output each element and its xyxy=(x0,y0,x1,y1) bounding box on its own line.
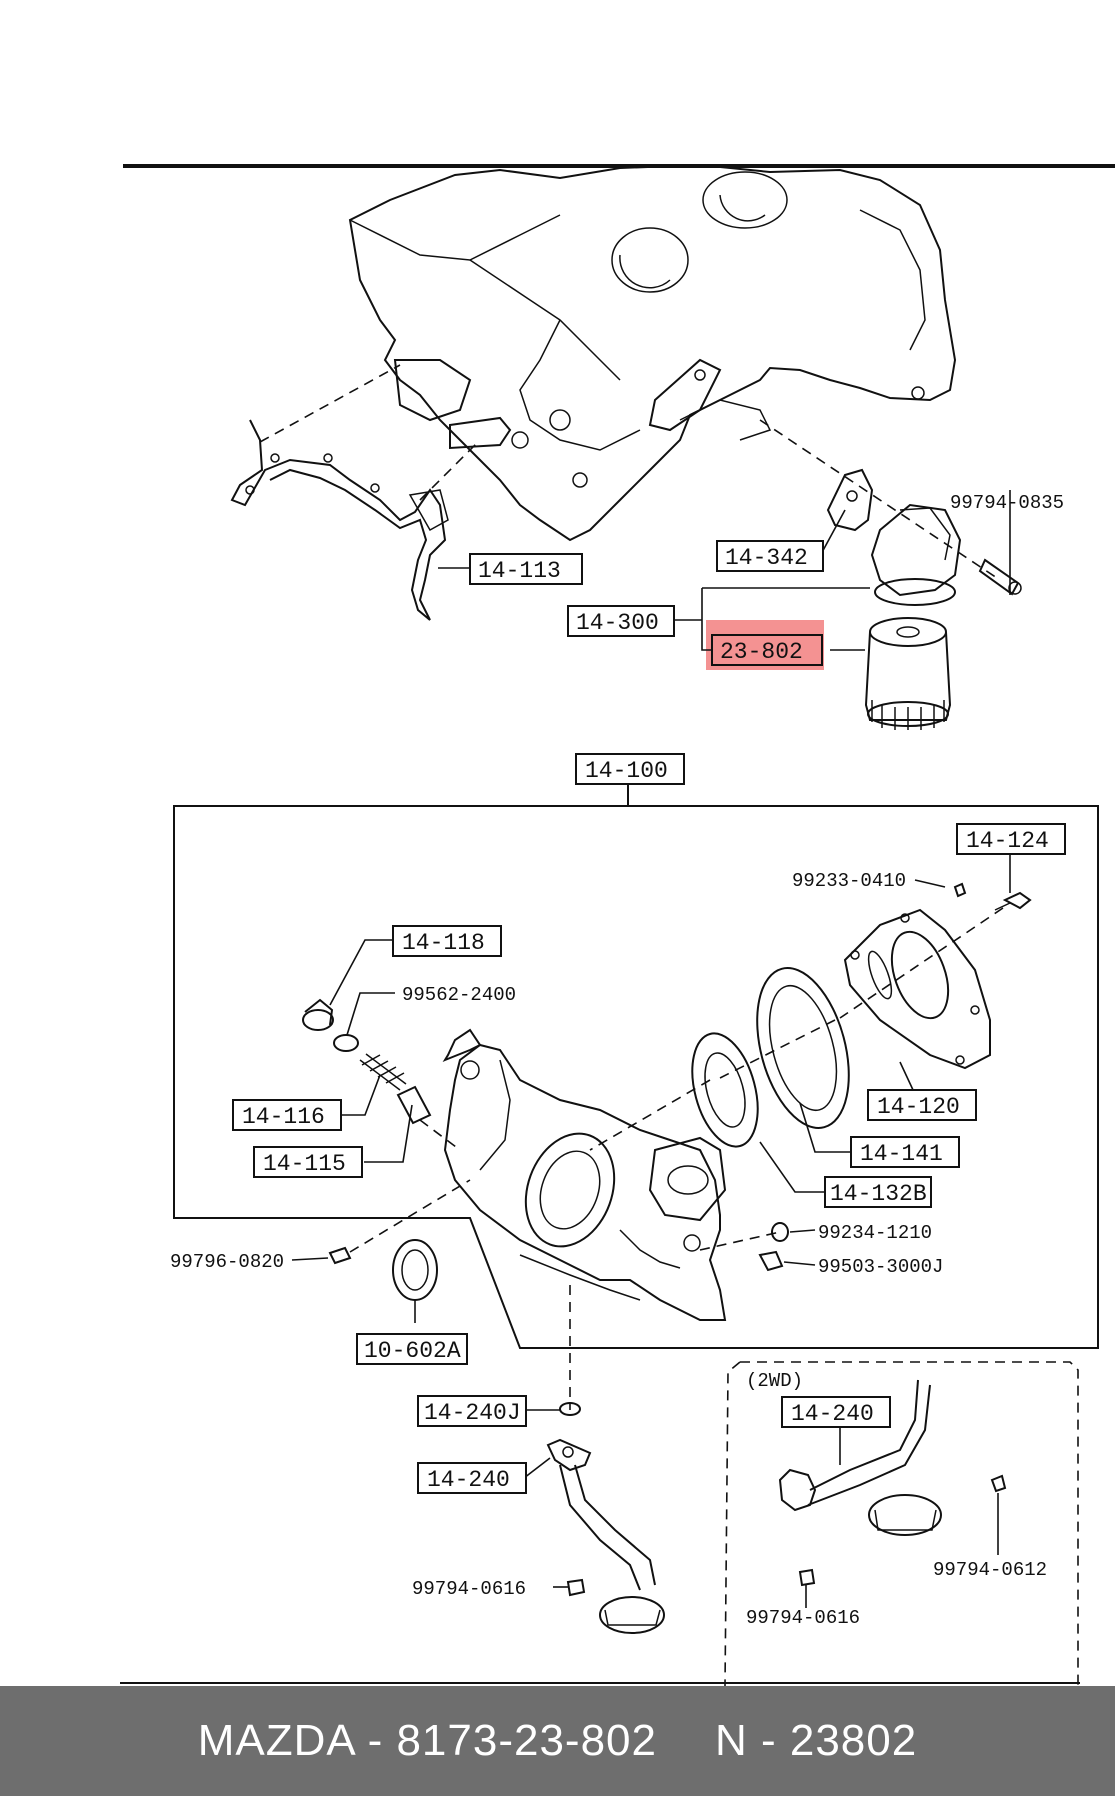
callout-99234-1210[interactable]: 99234-1210 xyxy=(818,1222,932,1244)
svg-text:14-120: 14-120 xyxy=(877,1094,960,1120)
pump-internal-parts xyxy=(589,882,1032,1151)
svg-text:14-141: 14-141 xyxy=(860,1141,943,1167)
oem-part-number: N - 23802 xyxy=(714,1716,918,1765)
svg-text:23-802: 23-802 xyxy=(720,639,803,665)
callout-14-132b[interactable]: 14-132B xyxy=(824,1176,932,1208)
brand-part-number: MAZDA - 8173-23-802 xyxy=(197,1716,657,1765)
part-number-footer: MAZDA - 8173-23-802 N - 23802 xyxy=(0,1686,1115,1796)
oil-pump-frame xyxy=(173,784,1099,1349)
callout-14-100[interactable]: 14-100 xyxy=(575,753,685,785)
variant-2wd-label: (2WD) xyxy=(746,1370,803,1392)
callout-99796-0820[interactable]: 99796-0820 xyxy=(170,1251,284,1273)
svg-text:14-342: 14-342 xyxy=(725,545,808,571)
callout-14-113[interactable]: 14-113 xyxy=(469,553,583,585)
callout-10-602a[interactable]: 10-602A xyxy=(356,1333,468,1365)
callout-23-802[interactable]: 23-802 xyxy=(711,634,823,666)
oil-pump-body xyxy=(442,1028,727,1321)
pump-plugs xyxy=(699,1222,789,1272)
oil-filter-adapter xyxy=(759,419,1022,606)
svg-text:14-115: 14-115 xyxy=(263,1151,346,1177)
callout-14-141[interactable]: 14-141 xyxy=(850,1136,960,1168)
svg-text:14-100: 14-100 xyxy=(585,758,668,784)
callout-14-240-2wd[interactable]: 14-240 xyxy=(781,1396,891,1428)
engine-block xyxy=(348,163,957,542)
callout-99233-0410[interactable]: 99233-0410 xyxy=(792,870,906,892)
callout-99794-0616[interactable]: 99794-0616 xyxy=(412,1578,526,1600)
callout-99794-0835[interactable]: 99794-0835 xyxy=(950,492,1064,514)
svg-text:14-240J: 14-240J xyxy=(424,1400,521,1426)
callout-14-300[interactable]: 14-300 xyxy=(567,605,675,637)
callout-99794-0612[interactable]: 99794-0612 xyxy=(933,1559,1047,1581)
svg-text:14-300: 14-300 xyxy=(576,610,659,636)
svg-text:14-113: 14-113 xyxy=(478,558,561,584)
callout-14-120[interactable]: 14-120 xyxy=(867,1089,977,1121)
svg-text:10-602A: 10-602A xyxy=(364,1338,461,1364)
svg-text:14-240: 14-240 xyxy=(791,1401,874,1427)
callout-14-116[interactable]: 14-116 xyxy=(232,1099,342,1131)
front-cover-gasket xyxy=(230,364,481,621)
callout-99794-0616-2wd[interactable]: 99794-0616 xyxy=(746,1607,860,1629)
callout-highlight xyxy=(706,620,824,670)
callout-99503-3000j[interactable]: 99503-3000J xyxy=(818,1256,943,1278)
relief-valve-parts xyxy=(302,998,471,1265)
parts-diagram: 14-113 14-342 99794-0835 14-300 23-802 1… xyxy=(120,163,1115,1686)
callout-14-342[interactable]: 14-342 xyxy=(716,540,824,572)
svg-text:14-116: 14-116 xyxy=(242,1104,325,1130)
variant-2wd-box xyxy=(724,1361,1079,1686)
svg-text:14-132B: 14-132B xyxy=(830,1181,927,1207)
callout-14-115[interactable]: 14-115 xyxy=(253,1146,363,1178)
callout-14-124[interactable]: 14-124 xyxy=(956,823,1066,855)
oil-strainer xyxy=(546,1285,665,1634)
callout-14-118[interactable]: 14-118 xyxy=(392,925,502,957)
callout-14-240j[interactable]: 14-240J xyxy=(417,1395,527,1427)
svg-text:14-124: 14-124 xyxy=(966,828,1049,854)
front-oil-seal xyxy=(392,1239,438,1301)
callout-14-240[interactable]: 14-240 xyxy=(417,1462,527,1494)
svg-text:14-240: 14-240 xyxy=(427,1467,510,1493)
svg-text:14-118: 14-118 xyxy=(402,930,485,956)
leader-lines xyxy=(291,490,1011,1608)
callout-99562-2400[interactable]: 99562-2400 xyxy=(402,984,516,1006)
oil-filter xyxy=(864,617,952,730)
